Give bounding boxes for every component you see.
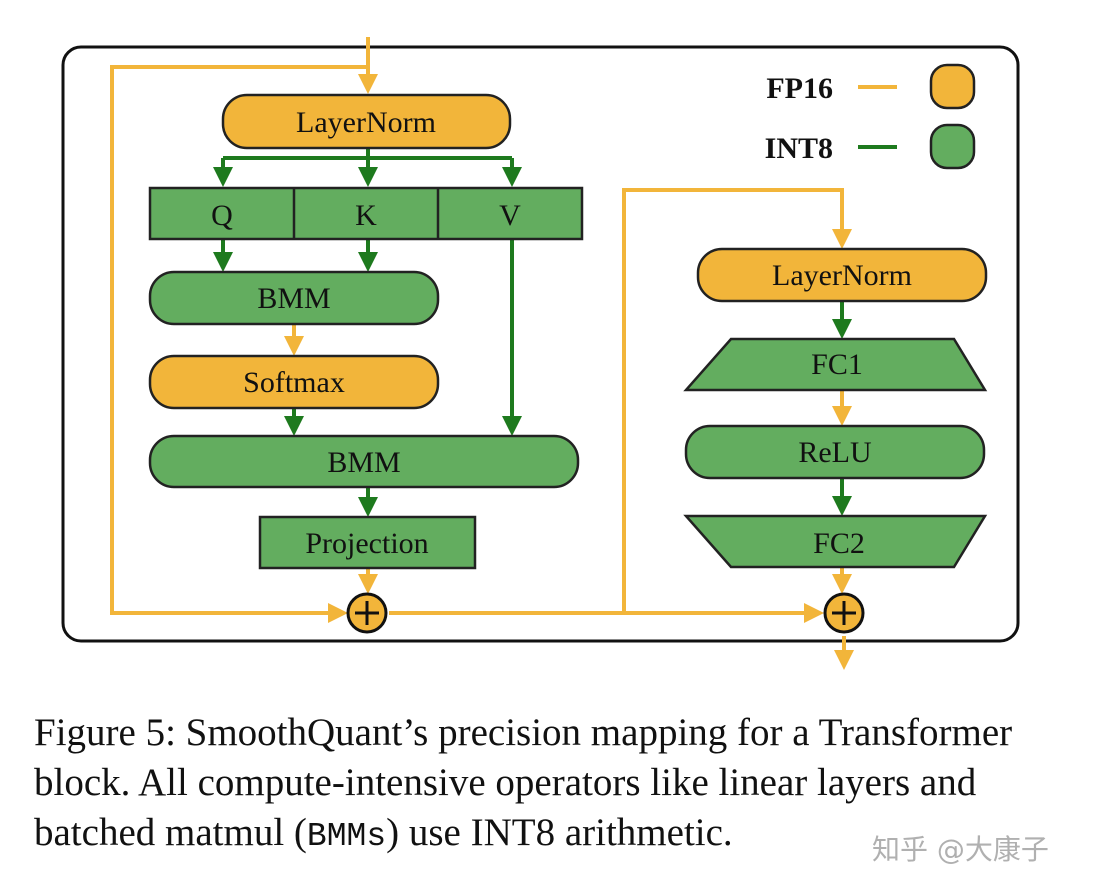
v-label: V <box>499 199 521 232</box>
fc2-label: FC2 <box>813 527 865 560</box>
legend-int8-swatch <box>929 123 976 170</box>
fc1-label: FC1 <box>811 348 863 381</box>
projection-label: Projection <box>305 527 428 560</box>
fc1-node: FC1 <box>683 337 988 392</box>
layernorm-1-node: LayerNorm <box>221 93 512 150</box>
qkv-node: Q K V <box>148 186 584 241</box>
layernorm-1-label: LayerNorm <box>296 106 436 139</box>
legend-fp16-label: FP16 <box>766 72 833 105</box>
caption-code: BMMs <box>306 818 387 855</box>
residual-adder-2 <box>823 592 865 634</box>
int8-connectors <box>213 145 897 517</box>
layernorm-2-node: LayerNorm <box>696 247 988 303</box>
legend-fp16-swatch <box>929 63 976 110</box>
bmm-1-node: BMM <box>148 270 440 326</box>
fc2-node: FC2 <box>683 514 988 569</box>
bmm-2-node: BMM <box>148 434 580 489</box>
attention-residual-path <box>110 65 368 623</box>
legend: FP16 INT8 <box>765 63 976 170</box>
watermark: 知乎 @大康子 <box>872 833 1049 866</box>
relu-label: ReLU <box>798 436 872 469</box>
caption-text-2: ) use INT8 arithmetic. <box>386 811 733 854</box>
k-label: K <box>355 199 377 232</box>
projection-node: Projection <box>258 515 477 570</box>
fp16-connectors <box>110 37 897 670</box>
legend-int8-label: INT8 <box>765 132 833 165</box>
relu-node: ReLU <box>684 424 986 480</box>
bmm-1-label: BMM <box>257 282 330 315</box>
q-label: Q <box>211 199 233 232</box>
bmm-2-label: BMM <box>327 446 400 479</box>
transformer-precision-diagram: LayerNorm Q K V BMM Softmax BMM Projecti… <box>61 37 1020 670</box>
block-frame <box>61 45 1020 643</box>
ffn-input-path <box>622 188 852 613</box>
softmax-node: Softmax <box>148 354 440 410</box>
caption-text-1: Figure 5: SmoothQuant’s precision mappin… <box>34 711 1013 854</box>
residual-adder-1 <box>346 592 388 634</box>
figure-caption: Figure 5: SmoothQuant’s precision mappin… <box>34 708 1084 862</box>
softmax-label: Softmax <box>243 366 345 399</box>
layernorm-2-label: LayerNorm <box>772 259 912 292</box>
